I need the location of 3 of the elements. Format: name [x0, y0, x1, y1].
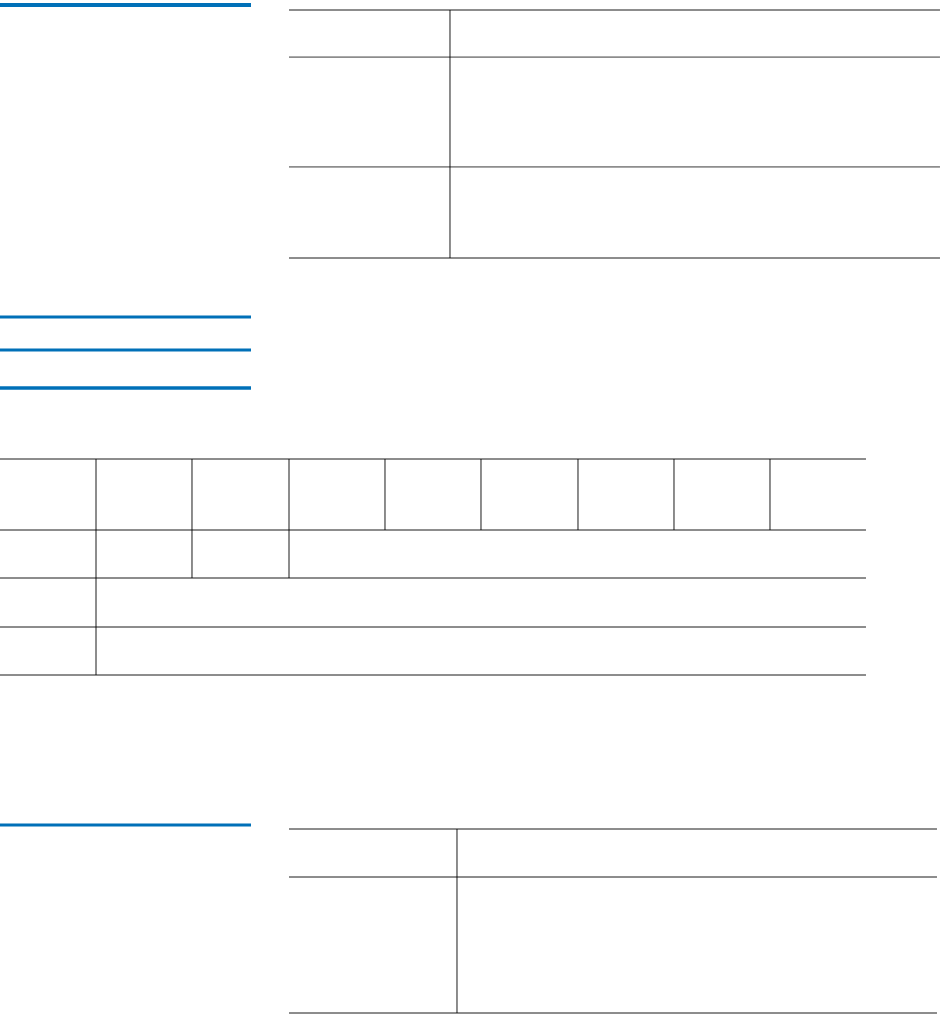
table-grid	[0, 458, 867, 676]
table-grid	[288, 9, 940, 259]
table-grid	[288, 828, 938, 1014]
